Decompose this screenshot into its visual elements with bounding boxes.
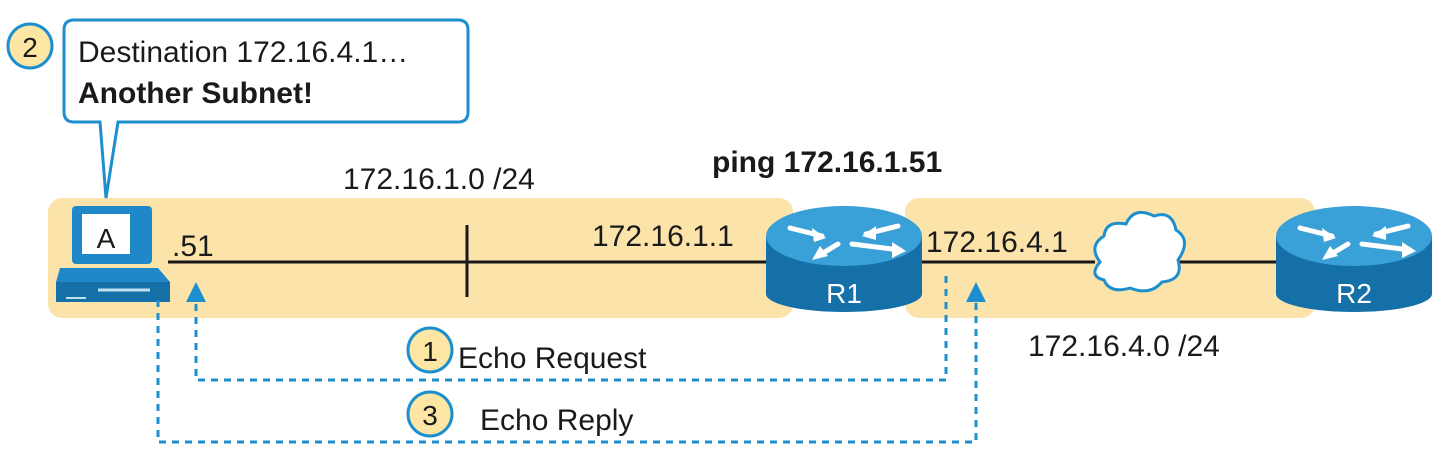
step-2-badge: 2	[6, 22, 54, 70]
echo-request-label: Echo Request	[458, 342, 647, 375]
pc-a-icon: A	[56, 206, 170, 302]
step-3-number: 3	[422, 400, 438, 431]
echo-reply-path	[156, 300, 978, 444]
step-2-number: 2	[22, 32, 38, 63]
pc-a-ip-label: .51	[172, 230, 214, 263]
router-r2-label: R2	[1336, 278, 1372, 309]
step-3-badge: 3	[406, 390, 454, 438]
echo-reply-label: Echo Reply	[480, 404, 633, 437]
router-r1-label: R1	[826, 278, 862, 309]
step-1-badge: 1	[406, 326, 454, 374]
wan-cloud-icon	[1093, 210, 1186, 293]
callout-line-1: Destination 172.16.4.1…	[78, 36, 409, 69]
ping-command-label: ping 172.16.1.51	[712, 146, 942, 179]
callout-line-2: Another Subnet!	[78, 77, 313, 110]
r1-left-ip-label: 172.16.1.1	[592, 220, 734, 253]
echo-reply-arrowhead	[966, 282, 986, 302]
callout-text: Destination 172.16.4.1… Another Subnet!	[78, 32, 408, 114]
subnet-right-label: 172.16.4.0 /24	[1028, 330, 1220, 363]
router-r1-icon: R1	[766, 206, 922, 312]
router-r2-icon: R2	[1276, 206, 1432, 312]
callout-bubble	[62, 18, 470, 199]
echo-request-path	[194, 276, 948, 382]
subnet-left-area	[48, 198, 793, 318]
pc-a-label: A	[97, 223, 116, 254]
r1-right-ip-label: 172.16.4.1	[926, 226, 1068, 259]
step-1-number: 1	[422, 336, 438, 367]
echo-request-arrowhead	[186, 282, 206, 302]
subnet-left-label: 172.16.1.0 /24	[343, 163, 535, 196]
